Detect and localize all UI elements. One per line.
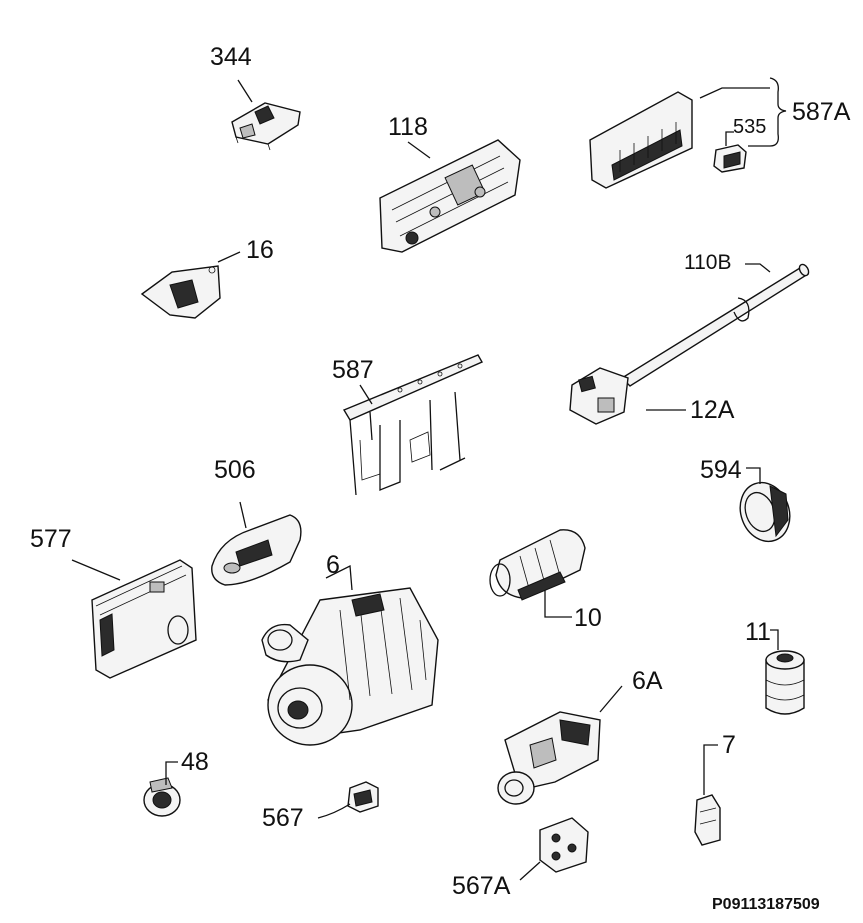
label-587A: 587A xyxy=(792,98,851,126)
part-577-drawing xyxy=(71,559,197,679)
label-567: 567 xyxy=(262,804,304,832)
part-587-drawing xyxy=(342,354,483,496)
label-587: 587 xyxy=(332,356,374,384)
part-16-drawing xyxy=(140,251,241,319)
label-567A: 567A xyxy=(452,872,511,900)
label-48: 48 xyxy=(181,748,209,776)
part-594-drawing xyxy=(739,467,791,543)
part-110B-12A-drawing xyxy=(569,263,810,425)
part-10-drawing xyxy=(489,529,586,618)
part-567-drawing xyxy=(317,781,379,819)
part-587A-drawing xyxy=(589,77,787,189)
part-118-drawing xyxy=(379,139,521,253)
part-48-drawing xyxy=(143,761,181,817)
part-11-drawing xyxy=(765,629,805,715)
label-118: 118 xyxy=(388,113,428,141)
label-16: 16 xyxy=(246,236,274,264)
label-6A: 6A xyxy=(632,667,663,695)
label-577: 577 xyxy=(30,525,72,553)
part-7-drawing xyxy=(694,744,721,846)
part-567A-drawing xyxy=(519,817,589,881)
part-6A-drawing xyxy=(497,685,623,805)
label-535: 535 xyxy=(733,116,767,138)
label-11: 11 xyxy=(745,618,771,646)
diagram-code: P09113187509 xyxy=(712,896,820,913)
label-12A: 12A xyxy=(690,396,735,424)
label-110B: 110B xyxy=(684,251,732,274)
part-6-drawing xyxy=(261,564,439,746)
part-506-drawing xyxy=(211,501,302,586)
label-506: 506 xyxy=(214,456,256,484)
label-7: 7 xyxy=(722,731,736,759)
label-10: 10 xyxy=(574,604,602,632)
part-344-drawing xyxy=(231,79,301,151)
label-6: 6 xyxy=(326,551,340,579)
label-594: 594 xyxy=(700,456,742,484)
label-344: 344 xyxy=(210,43,252,71)
